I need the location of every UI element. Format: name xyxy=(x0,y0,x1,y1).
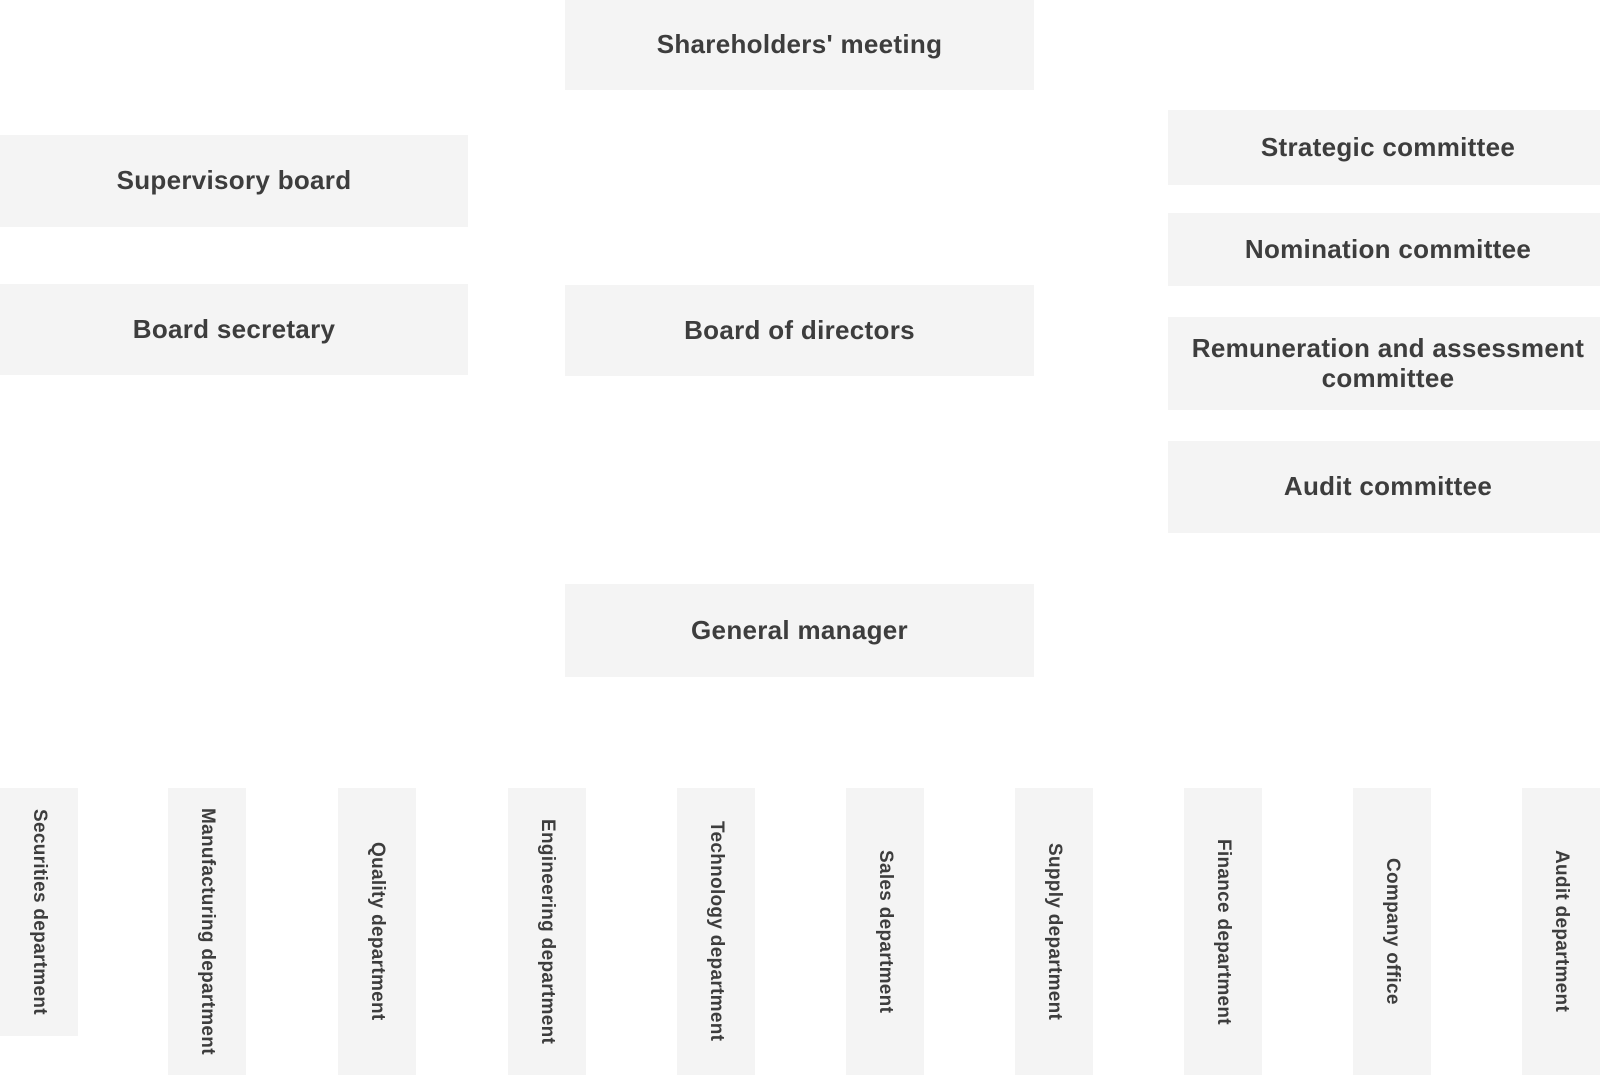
node-label: General manager xyxy=(691,614,908,645)
dept-label: Manufacturing department xyxy=(197,808,218,1055)
dept-box-technology-department: Technology department xyxy=(677,788,755,1075)
node-nomination-committee: Nomination committee xyxy=(1168,213,1600,286)
dept-label: Audit department xyxy=(1551,850,1572,1013)
node-label: Strategic committee xyxy=(1260,131,1516,162)
node-label: Supervisory board xyxy=(116,165,352,196)
dept-label: Securities department xyxy=(29,809,50,1015)
dept-box-supply-department: Supply department xyxy=(1015,788,1093,1075)
dept-box-quality-department: Quality department xyxy=(338,788,416,1075)
node-label: Audit committee xyxy=(1283,471,1493,502)
node-label: Shareholders' meeting xyxy=(656,29,943,60)
dept-box-engineering-department: Engineering department xyxy=(508,788,586,1075)
node-label: Board secretary xyxy=(132,313,336,344)
node-strategic-committee: Strategic committee xyxy=(1168,110,1600,185)
dept-box-manufacturing-department: Manufacturing department xyxy=(168,788,246,1075)
dept-label: Finance department xyxy=(1213,838,1234,1025)
dept-label: Engineering department xyxy=(537,818,558,1045)
node-shareholders-meeting: Shareholders' meeting xyxy=(565,0,1034,90)
node-board-secretary: Board secretary xyxy=(0,284,468,375)
dept-box-securities-department: Securities department xyxy=(0,788,78,1036)
node-remuneration-and-assessment-committee: Remuneration and assessment committee xyxy=(1168,317,1600,410)
node-label: Remuneration and assessment committee xyxy=(1191,332,1585,393)
dept-box-sales-department: Sales department xyxy=(846,788,924,1075)
node-audit-committee: Audit committee xyxy=(1168,441,1600,533)
dept-label: Supply department xyxy=(1044,842,1065,1021)
dept-box-company-office: Company office xyxy=(1353,788,1431,1075)
dept-box-finance-department: Finance department xyxy=(1184,788,1262,1075)
node-general-manager: General manager xyxy=(565,584,1034,677)
dept-box-audit-department: Audit department xyxy=(1522,788,1600,1075)
node-supervisory-board: Supervisory board xyxy=(0,135,468,227)
dept-label: Company office xyxy=(1382,858,1403,1005)
node-board-of-directors: Board of directors xyxy=(565,285,1034,376)
dept-label: Sales department xyxy=(875,849,896,1014)
dept-label: Quality department xyxy=(367,842,388,1021)
node-label: Board of directors xyxy=(684,314,915,345)
node-label: Nomination committee xyxy=(1244,233,1532,264)
dept-label: Technology department xyxy=(706,821,727,1042)
